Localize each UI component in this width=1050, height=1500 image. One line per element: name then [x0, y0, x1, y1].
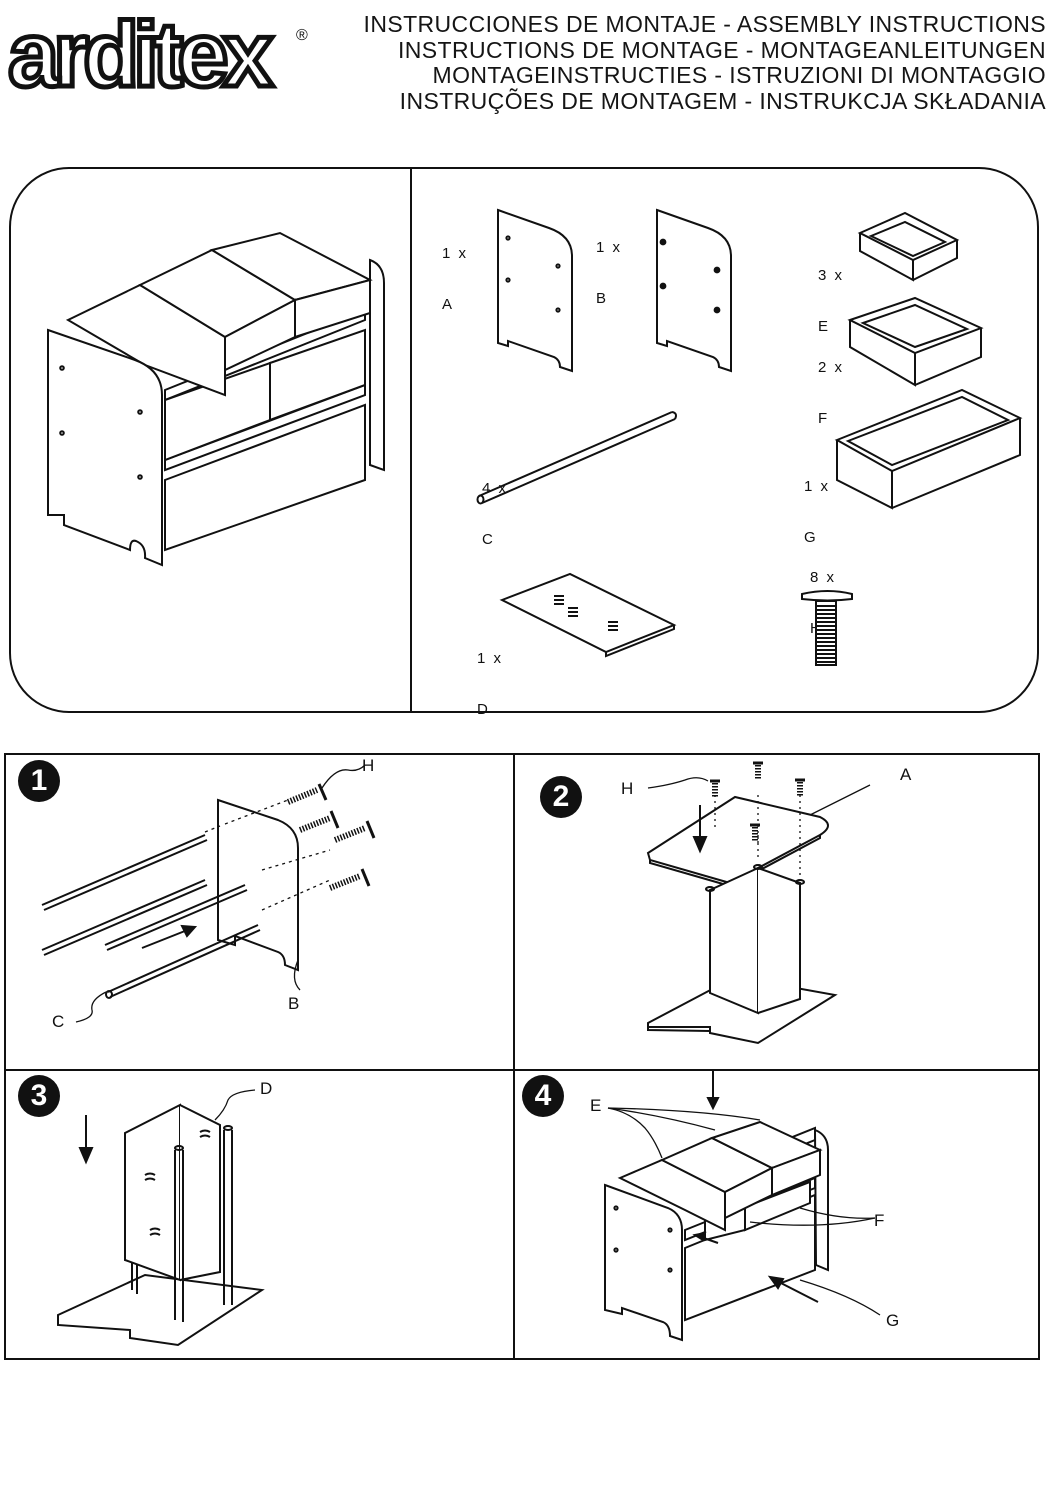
step-1-screw-4 — [330, 869, 369, 888]
step-2-label-h: H — [621, 779, 634, 798]
step-4-label-e: E — [590, 1096, 602, 1115]
part-f-letter: F — [818, 410, 830, 427]
part-c-letter: C — [482, 531, 495, 548]
part-a-qty: 1 x — [442, 245, 469, 262]
part-e-letter: E — [818, 318, 831, 335]
part-f-qty: 2 x — [818, 359, 845, 376]
step-2-illustration — [630, 755, 880, 1060]
steps-divider-vertical — [513, 753, 515, 1360]
part-h-screw — [798, 588, 858, 670]
step-4-badge: 4 — [522, 1075, 564, 1117]
step-1-label-h: H — [362, 756, 375, 775]
part-a-letter: A — [442, 296, 455, 313]
step-1-label-c: C — [52, 1012, 65, 1031]
step-3-label-d: D — [260, 1079, 273, 1098]
part-e-label: 3 x E — [818, 233, 844, 352]
part-d-base-board — [498, 570, 683, 660]
arditex-logo: arditex ® — [6, 2, 326, 111]
step-1-illustration — [30, 760, 510, 1060]
part-c-rod — [470, 405, 685, 510]
step-1-screw-2 — [300, 811, 338, 830]
part-g-label: 1 x G — [804, 444, 830, 563]
step-3-illustration — [50, 1090, 290, 1355]
step-2-badge: 2 — [540, 776, 582, 818]
part-d-letter: D — [477, 701, 490, 718]
step-2-screw-1 — [710, 781, 720, 797]
part-b-qty: 1 x — [596, 239, 623, 256]
step-2-label-a: A — [900, 765, 912, 784]
step-1-badge: 1 — [18, 760, 60, 802]
part-e-qty: 3 x — [818, 267, 845, 284]
part-g-large-drawer — [832, 385, 1027, 515]
part-a-label: 1 x A — [442, 211, 468, 330]
part-e-small-box — [855, 208, 965, 288]
registered-mark: ® — [296, 27, 308, 44]
title-line-nl-it: MONTAGEINSTRUCTIES - ISTRUZIONI DI MONTA… — [432, 62, 1046, 88]
part-d-qty: 1 x — [477, 650, 504, 667]
part-a-side-panel — [494, 208, 576, 376]
part-f-label: 2 x F — [818, 325, 844, 444]
step-4-label-f: F — [874, 1211, 885, 1230]
part-d-label: 1 x D — [477, 616, 503, 735]
part-f-medium-box — [845, 295, 985, 390]
step-3-badge: 3 — [18, 1075, 60, 1117]
part-c-qty: 4 x — [482, 480, 509, 497]
part-c-label: 4 x C — [482, 446, 508, 565]
title-line-pt-pl: INSTRUÇÕES DE MONTAGEM - INSTRUKCJA SKŁA… — [399, 87, 1046, 114]
step-1-screw-3 — [335, 821, 374, 840]
parts-panel-divider — [410, 167, 412, 713]
parts-panel — [9, 167, 1039, 713]
title-line-fr-de: INSTRUCTIONS DE MONTAGE - MONTAGEANLEITU… — [398, 36, 1046, 63]
title-line-es-en: INSTRUCCIONES DE MONTAJE - ASSEMBLY INST… — [363, 11, 1046, 37]
logo-wordmark: arditex — [8, 6, 274, 106]
step-2-screw-3 — [795, 780, 805, 796]
step-2-screw-4 — [750, 825, 760, 841]
step-1-screw-1 — [288, 784, 326, 802]
step-4-label-g: G — [886, 1311, 900, 1330]
part-b-letter: B — [596, 290, 609, 307]
part-b-label: 1 x B — [596, 205, 622, 324]
assembled-unit-illustration — [40, 225, 400, 575]
part-b-side-panel — [653, 208, 735, 376]
part-g-qty: 1 x — [804, 478, 831, 495]
arditex-logo-graphic: arditex ® — [6, 2, 309, 109]
steps-divider-horizontal — [4, 1069, 1040, 1071]
assembly-steps-grid — [4, 753, 1040, 1360]
step-2-screw-2 — [753, 763, 763, 779]
part-h-qty: 8 x — [810, 569, 837, 586]
part-g-letter: G — [804, 529, 818, 546]
instruction-titles: INSTRUCCIONES DE MONTAJE - ASSEMBLY INST… — [363, 11, 1046, 114]
step-1-label-b: B — [288, 994, 300, 1013]
step-4-illustration — [600, 1070, 910, 1355]
